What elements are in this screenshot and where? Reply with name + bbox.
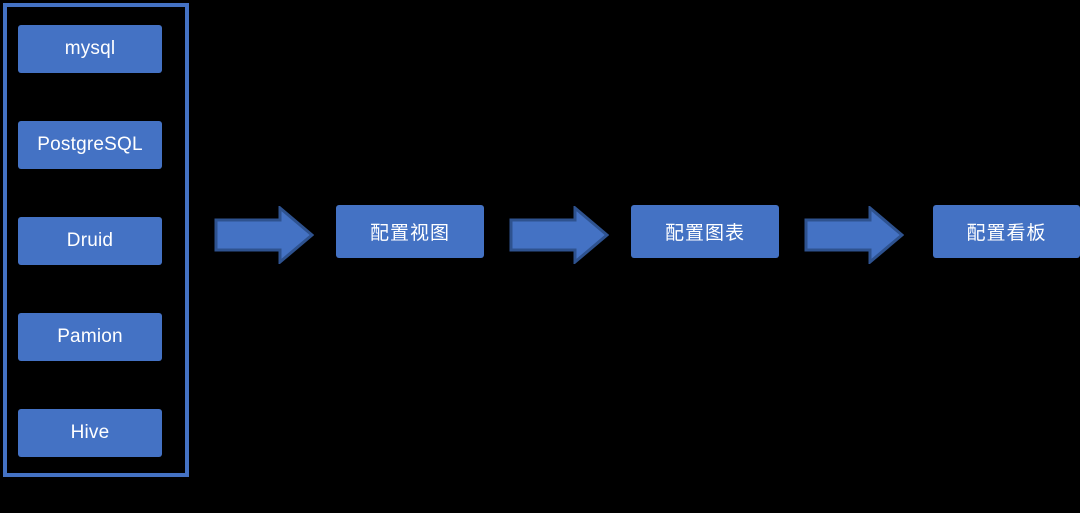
source-box-hive[interactable]: Hive — [18, 409, 162, 457]
source-box-label: mysql — [64, 38, 116, 59]
source-box-postgresql[interactable]: PostgreSQL — [18, 121, 162, 169]
data-source-group: mysql PostgreSQL Druid Pamion Hive — [3, 3, 189, 477]
arrow-right-icon — [509, 206, 609, 264]
source-box-label: Hive — [70, 422, 110, 443]
step-configure-dashboard[interactable]: 配置看板 — [933, 205, 1080, 258]
source-box-label: Druid — [66, 230, 114, 251]
source-box-label: PostgreSQL — [37, 134, 143, 155]
source-box-pamion[interactable]: Pamion — [18, 313, 162, 361]
source-box-label: Pamion — [57, 326, 123, 347]
step-configure-chart[interactable]: 配置图表 — [631, 205, 779, 258]
source-box-mysql[interactable]: mysql — [18, 25, 162, 73]
step-label: 配置看板 — [966, 223, 1047, 244]
arrow-right-icon — [804, 206, 904, 264]
arrow-right-icon — [214, 206, 314, 264]
step-label: 配置图表 — [664, 223, 745, 244]
source-box-druid[interactable]: Druid — [18, 217, 162, 265]
step-label: 配置视图 — [369, 223, 450, 244]
step-configure-view[interactable]: 配置视图 — [336, 205, 484, 258]
